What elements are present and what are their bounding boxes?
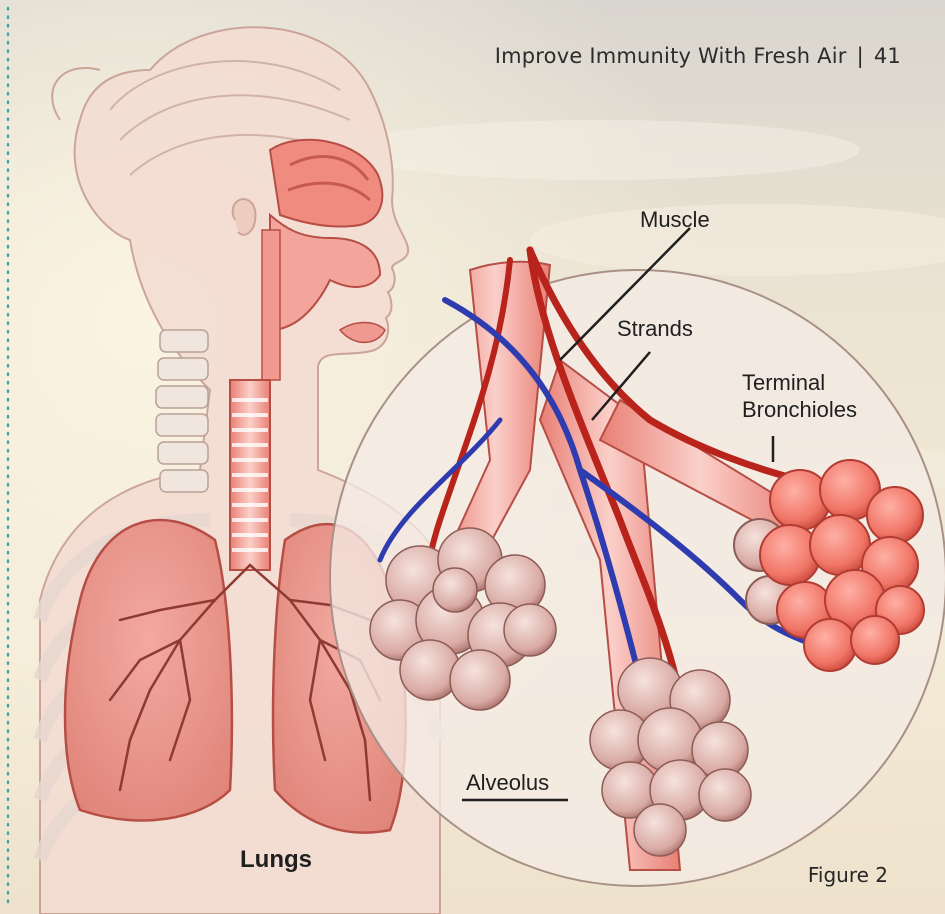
label-strands: Strands bbox=[617, 316, 693, 341]
figure-caption: Figure 2 bbox=[808, 863, 888, 887]
header-title: Improve Immunity With Fresh Air bbox=[495, 44, 847, 68]
label-muscle: Muscle bbox=[640, 207, 710, 232]
trachea bbox=[230, 380, 270, 570]
label-terminal: Terminal bbox=[742, 370, 825, 395]
page-header: Improve Immunity With Fresh Air | 41 bbox=[495, 44, 901, 68]
label-lungs: Lungs bbox=[240, 847, 312, 872]
label-alveolus: Alveolus bbox=[466, 770, 549, 795]
header-separator: | bbox=[857, 44, 864, 68]
label-bronchioles: Bronchioles bbox=[742, 397, 857, 422]
page-number: 41 bbox=[874, 44, 901, 68]
